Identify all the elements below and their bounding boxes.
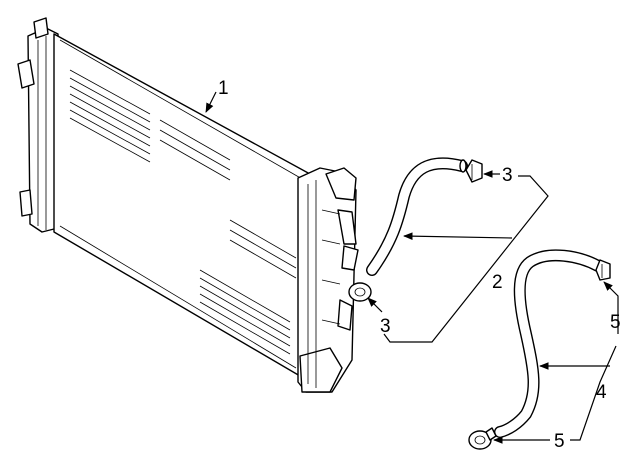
callout-3-top-label: 3 (502, 165, 513, 186)
callout-2-label: 2 (492, 272, 503, 293)
lower-hose-clamp-top[interactable] (595, 259, 611, 281)
lower-hose-clamp-bottom[interactable] (468, 427, 497, 450)
radiator[interactable] (17, 17, 359, 393)
callout-5-bottom-label: 5 (554, 431, 565, 452)
callout-1-leader (205, 91, 217, 113)
radiator-core (53, 33, 311, 377)
upper-hose-clamp-bottom[interactable] (348, 282, 372, 302)
radiator-right-tank (297, 167, 359, 393)
callout-4-bracket (570, 345, 617, 441)
callout-5-top-label: 5 (610, 312, 621, 333)
callout-5-top-leader (603, 281, 619, 334)
radiator-left-tank (17, 17, 59, 233)
callout-3-bottom-leader (367, 297, 383, 313)
lower-radiator-hose[interactable] (494, 249, 604, 438)
callout-2-leader (403, 232, 513, 240)
callout-3-bottom-label: 3 (380, 316, 391, 337)
callout-4-label: 4 (596, 382, 607, 403)
callout-2-bracket (383, 175, 549, 343)
upper-radiator-hose[interactable] (366, 157, 468, 276)
upper-hose-clamp-top[interactable] (465, 159, 483, 183)
callout-1-label: 1 (218, 78, 229, 99)
